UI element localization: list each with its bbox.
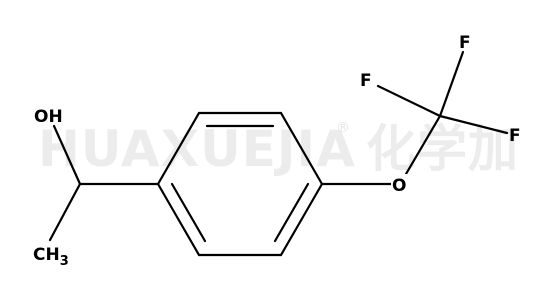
bond-oh-ch <box>52 124 82 186</box>
atom-f-left: F <box>360 71 372 91</box>
ring-bond-3 <box>279 111 324 186</box>
ring-bond-1 <box>156 111 201 186</box>
atom-ch3-main: CH <box>33 245 60 265</box>
atom-labels: OH CH3 O F F F <box>33 33 521 269</box>
atom-o-background <box>391 174 407 192</box>
ring-double-bond-right <box>273 182 310 243</box>
atom-ch3: CH3 <box>33 245 69 269</box>
watermark-latin: HUAXUEJIA <box>38 120 356 178</box>
bonds <box>48 50 509 257</box>
ring-bond-6 <box>156 182 201 257</box>
bond-ch-ch3 <box>48 182 82 242</box>
bond-c-f-right <box>438 114 509 135</box>
watermark: HUAXUEJIA ® 化学加 <box>38 120 519 178</box>
watermark-registered: ® <box>336 120 350 136</box>
atom-o: O <box>392 176 406 196</box>
atom-f-right: F <box>509 126 521 146</box>
bond-c-f-left <box>376 84 442 118</box>
bond-c-f-top <box>438 50 465 118</box>
ring-double-bond-left <box>170 182 207 243</box>
atom-ch3-subscript: 3 <box>60 254 69 269</box>
bond-o-c <box>404 114 442 176</box>
atom-oh: OH <box>34 107 63 127</box>
ring-bond-4 <box>279 182 324 257</box>
atom-f-top: F <box>459 33 471 53</box>
watermark-chinese: 化学加 <box>366 120 519 178</box>
